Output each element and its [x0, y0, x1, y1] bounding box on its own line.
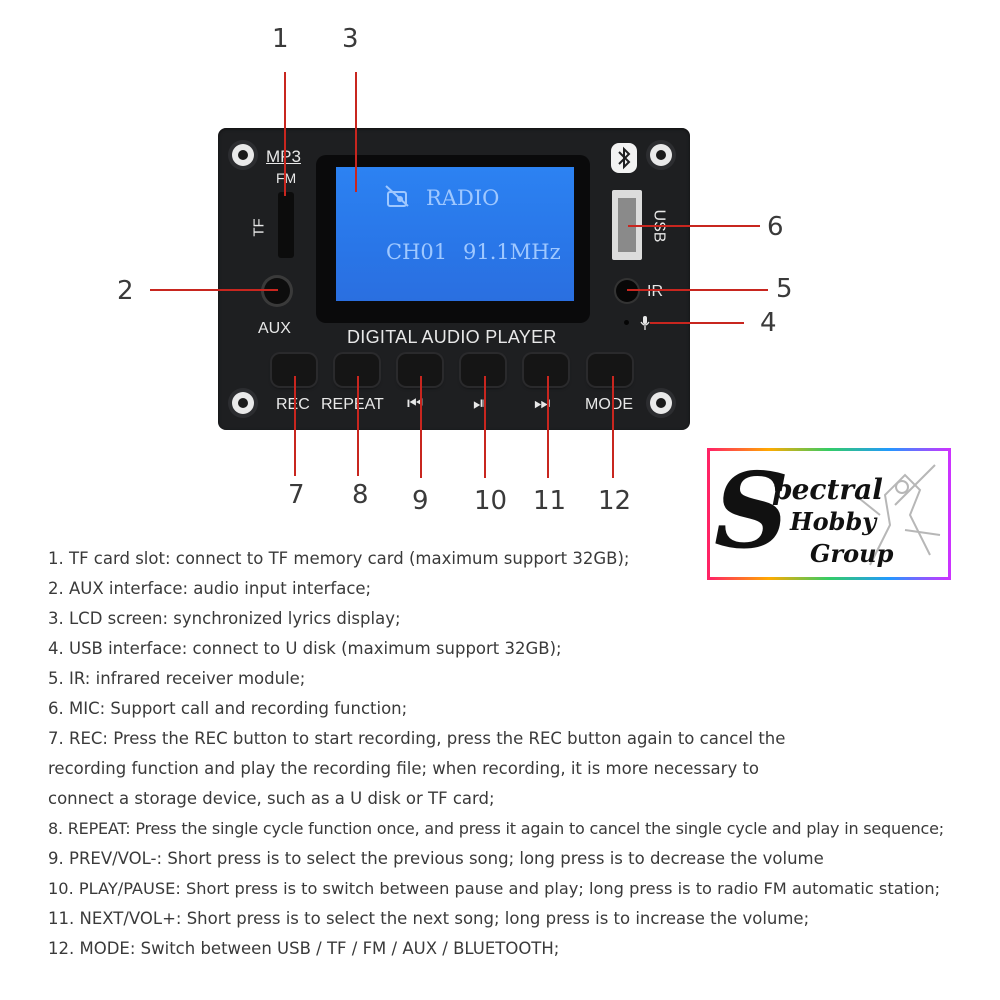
robot-silhouette-icon	[854, 464, 941, 566]
callout-3: 3	[342, 24, 359, 54]
aux-label: AUX	[258, 320, 291, 337]
mp3-label: MP3	[266, 147, 301, 167]
leader-line-2	[150, 289, 278, 291]
spectral-hobby-group-logo: S pectral Hobby Group	[707, 448, 951, 580]
next-icon: ⏭	[534, 393, 551, 413]
description-line: 3. LCD screen: synchronized lyrics displ…	[48, 609, 401, 628]
description-line: 6. MIC: Support call and recording funct…	[48, 699, 408, 718]
leader-line-4	[650, 322, 744, 324]
rec-label: REC	[276, 396, 310, 413]
description-line: connect a storage device, such as a U di…	[48, 789, 495, 808]
description-line: 1. TF card slot: connect to TF memory ca…	[48, 549, 630, 568]
description-line: 5. IR: infrared receiver module;	[48, 669, 306, 688]
radio-antenna-icon	[385, 185, 409, 207]
lcd-frequency-text: 91.1MHz	[463, 240, 561, 264]
description-line: 10. PLAY/PAUSE: Short press is to switch…	[48, 879, 941, 898]
description-line: 4. USB interface: connect to U disk (max…	[48, 639, 562, 658]
leader-line-12	[612, 376, 614, 478]
mode-label: MODE	[585, 396, 633, 413]
bluetooth-icon	[611, 143, 637, 173]
repeat-label: REPEAT	[321, 396, 384, 413]
play-pause-icon: ⏯	[473, 393, 488, 413]
leader-line-11	[547, 376, 549, 478]
leader-line-6	[628, 225, 760, 227]
lcd-channel-text: CH01	[386, 240, 448, 264]
logo-line-3: Group	[810, 539, 894, 568]
play-pause-button[interactable]	[461, 354, 505, 386]
leader-line-1	[284, 72, 286, 196]
logo-line-1: pectral	[772, 473, 883, 506]
microphone-icon	[640, 316, 650, 330]
callout-2: 2	[117, 276, 134, 306]
tf-label: TF	[250, 218, 268, 237]
leader-line-10	[484, 376, 486, 478]
ir-label: IR	[647, 283, 663, 300]
previous-icon: ⏮	[407, 393, 424, 413]
callout-4: 4	[760, 308, 777, 338]
description-line: 12. MODE: Switch between USB / TF / FM /…	[48, 939, 560, 958]
callout-6: 6	[767, 212, 784, 242]
callout-10: 10	[474, 486, 508, 516]
board-title: DIGITAL AUDIO PLAYER	[347, 327, 557, 347]
description-line: 7. REC: Press the REC button to start re…	[48, 729, 786, 748]
logo-line-2: Hobby	[790, 507, 877, 536]
callout-1: 1	[272, 24, 289, 54]
description-line: 9. PREV/VOL-: Short press is to select t…	[48, 849, 824, 868]
mount-hole-bottom-right	[650, 392, 672, 414]
mount-hole-top-right	[650, 144, 672, 166]
description-line: 2. AUX interface: audio input interface;	[48, 579, 372, 598]
callout-5: 5	[776, 274, 793, 304]
mount-hole-bottom-left	[232, 392, 254, 414]
callout-9: 9	[412, 486, 429, 516]
leader-line-9	[420, 376, 422, 478]
leader-line-3	[355, 72, 357, 192]
leader-line-8	[357, 376, 359, 476]
mode-button[interactable]	[588, 354, 632, 386]
lcd-mode-text: RADIO	[426, 186, 500, 210]
description-line: 8. REPEAT: Press the single cycle functi…	[48, 819, 944, 838]
description-line: recording function and play the recordin…	[48, 759, 760, 778]
logo-big-s: S	[714, 449, 790, 572]
tf-card-slot[interactable]	[278, 192, 294, 258]
mount-hole-top-left	[232, 144, 254, 166]
description-line: 11. NEXT/VOL+: Short press is to select …	[48, 909, 810, 928]
callout-12: 12	[598, 486, 632, 516]
ir-receiver	[616, 280, 638, 302]
callout-7: 7	[288, 480, 305, 510]
leader-line-7	[294, 376, 296, 476]
lcd-screen	[336, 167, 574, 301]
next-button[interactable]	[524, 354, 568, 386]
mic-hole	[624, 320, 629, 325]
callout-11: 11	[533, 486, 567, 516]
aux-jack[interactable]	[264, 278, 290, 304]
leader-line-5	[627, 289, 768, 291]
callout-8: 8	[352, 480, 369, 510]
fm-label: FM	[276, 170, 297, 186]
